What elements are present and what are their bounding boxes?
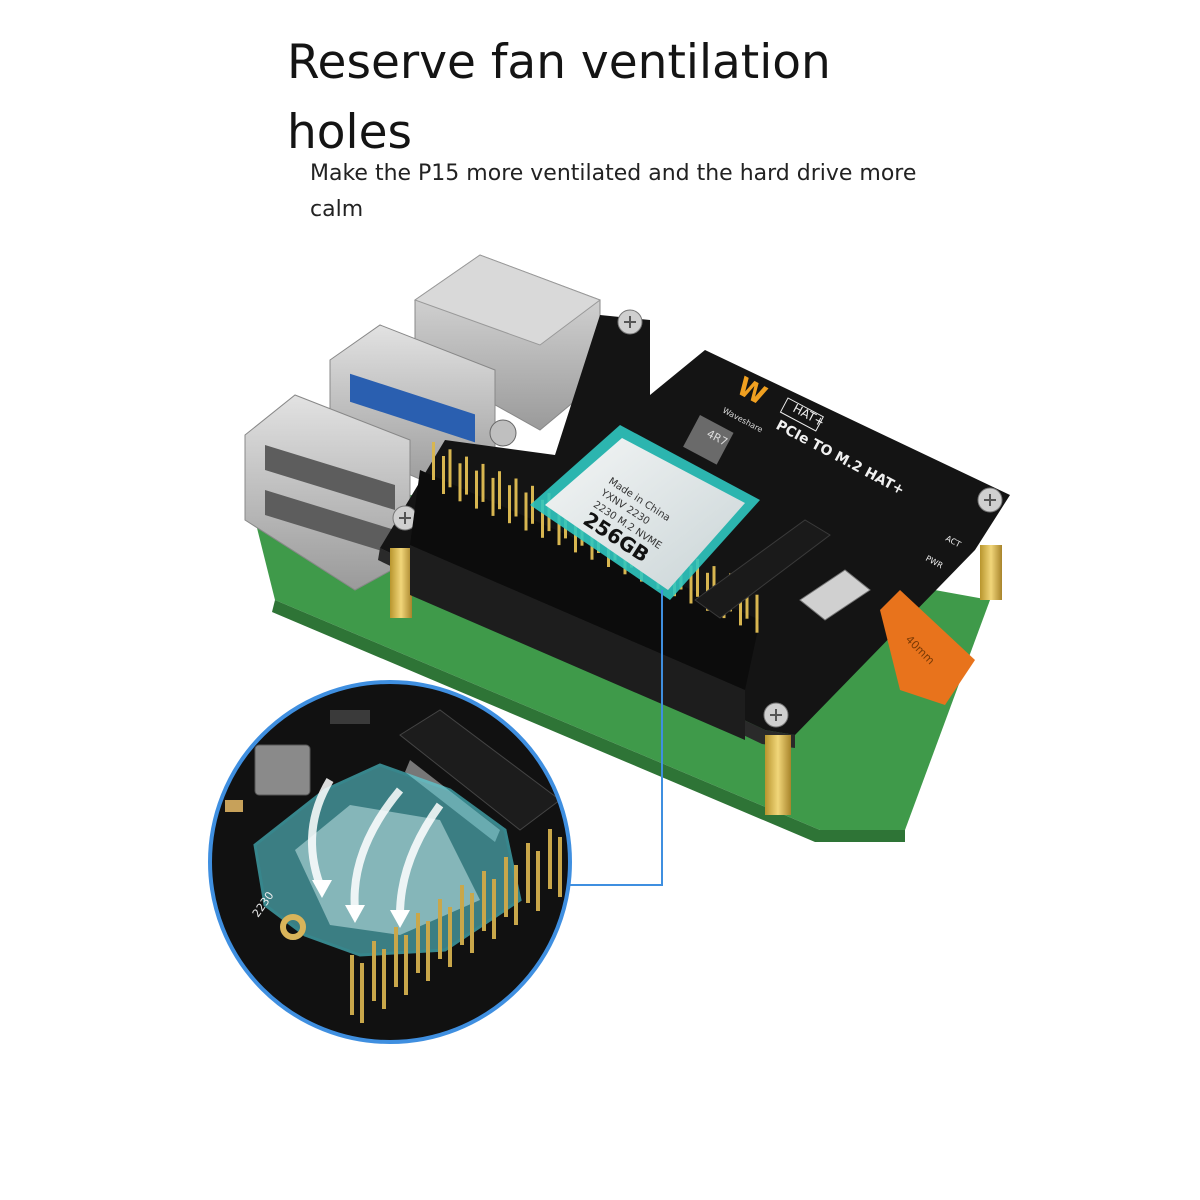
- gpio-pin: [745, 580, 749, 619]
- gpio-pin: [491, 477, 495, 516]
- zoom-pin: [536, 851, 540, 911]
- gpio-pin: [739, 587, 742, 626]
- zoom-pin: [492, 879, 496, 939]
- ssd-module: Made in China YXNV 2230 2230 M.2 NVME 25…: [530, 425, 760, 600]
- fpc-cable: 40mm: [880, 590, 975, 705]
- zoom-pin: [360, 963, 364, 1023]
- gpio-pin: [755, 594, 759, 633]
- callout-line: [565, 590, 663, 886]
- zoom-pin: [460, 885, 464, 945]
- gpio-pin: [498, 471, 501, 510]
- subheadline: Make the P15 more ventilated and the har…: [310, 156, 950, 228]
- gpio-pin: [432, 442, 435, 480]
- standoff: [980, 545, 1002, 600]
- m2-slot: [694, 519, 831, 619]
- zoom-pin: [372, 941, 376, 1001]
- zoom-pin: [482, 871, 486, 931]
- zoom-pin: [438, 899, 442, 959]
- zoom-pin: [416, 913, 420, 973]
- zoom-inset: 2230: [208, 680, 572, 1044]
- gpio-pin: [557, 507, 561, 546]
- gpio-pin: [475, 470, 478, 509]
- zoom-border: [208, 680, 572, 1044]
- zoom-pin: [448, 907, 452, 967]
- ffc-connector: [799, 569, 871, 621]
- zoom-pin: [382, 949, 386, 1009]
- subheadline-text: Make the P15 more ventilated and the har…: [310, 161, 917, 222]
- zoom-pin: [558, 837, 562, 897]
- gpio-pin: [541, 499, 544, 538]
- zoom-pin: [548, 829, 552, 889]
- gpio-pin: [465, 456, 468, 495]
- usb-port-lower: [244, 394, 411, 591]
- inductor: [683, 415, 734, 465]
- gpio-pin: [448, 449, 452, 488]
- zoom-pin: [404, 935, 408, 995]
- gpio-pin: [458, 463, 462, 502]
- gpio-pin: [689, 565, 693, 604]
- zoom-pin: [394, 927, 398, 987]
- gpio-pin: [481, 463, 485, 502]
- headline: Reserve fan ventilation holes: [287, 35, 831, 160]
- gpio-pin: [508, 485, 511, 524]
- gpio-pin: [524, 492, 528, 531]
- zoom-pin: [426, 921, 430, 981]
- gpio-pin: [514, 478, 518, 517]
- zoom-pin: [514, 865, 518, 925]
- standoff: [765, 735, 791, 815]
- gpio-pin: [712, 566, 716, 605]
- zoom-pin: [470, 893, 474, 953]
- standoff: [390, 548, 412, 618]
- gpio-pin: [696, 558, 699, 597]
- zoom-pin: [350, 955, 354, 1015]
- zoom-pin: [526, 843, 530, 903]
- zoom-pin: [504, 857, 508, 917]
- gpio-pin: [442, 456, 445, 494]
